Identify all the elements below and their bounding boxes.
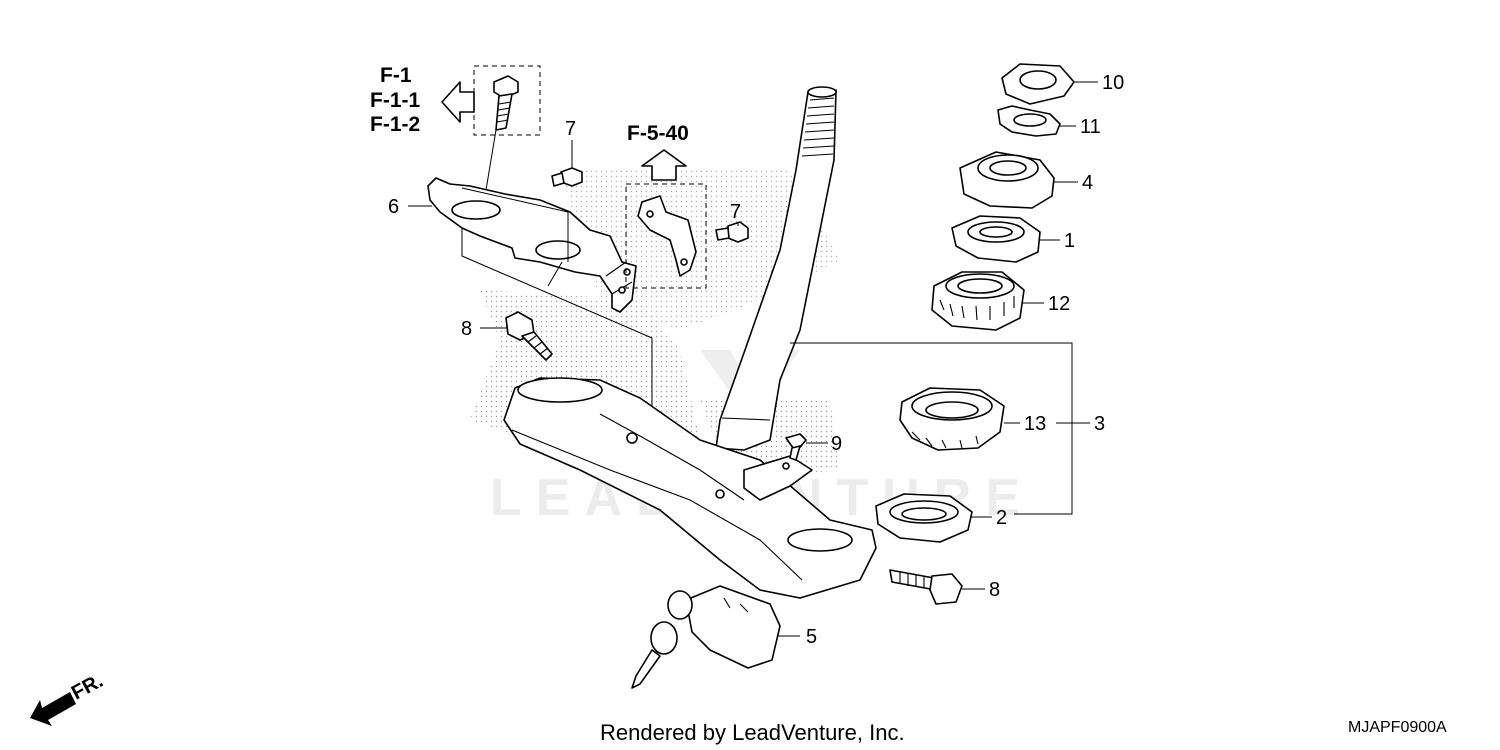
part-12-ball-bearing[interactable] [931, 271, 1025, 331]
callout-7b[interactable]: 7 [730, 201, 741, 223]
callout-8a[interactable]: 8 [461, 318, 472, 340]
reference-f5-40[interactable]: F-5-40 [627, 122, 689, 145]
part-2-outer-race[interactable] [875, 493, 973, 543]
part-11-lock-washer[interactable] [997, 105, 1061, 137]
callout-8b[interactable]: 8 [989, 579, 1000, 601]
bolt-guide-line [485, 129, 497, 191]
reference-f1-2[interactable]: F-1-2 [370, 113, 420, 136]
part-13-bearing-race[interactable] [899, 387, 1005, 451]
part-8-bolt-lower[interactable] [889, 569, 963, 605]
dashed-box-bolt [473, 65, 541, 136]
assembly-bracket-3 [790, 342, 1073, 515]
bolt-f1[interactable] [493, 75, 519, 131]
reference-f1[interactable]: F-1 [380, 64, 412, 87]
diagram-code: MJAPF0900A [1348, 719, 1447, 736]
small-bracket-f5-40[interactable] [637, 195, 697, 277]
callout-1[interactable]: 1 [1064, 230, 1075, 252]
callout-3[interactable]: 3 [1094, 413, 1105, 435]
up-arrow-icon [641, 149, 687, 181]
front-label: FR. [68, 670, 107, 705]
reference-f1-1[interactable]: F-1-1 [370, 89, 420, 112]
callout-9[interactable]: 9 [831, 433, 842, 455]
part-4-adjusting-nut[interactable] [959, 151, 1055, 209]
front-arrow-icon [30, 692, 76, 726]
part-8-bolt-upper[interactable] [505, 311, 553, 361]
part-10-lock-nut[interactable] [1001, 63, 1075, 105]
callout-13[interactable]: 13 [1024, 413, 1046, 435]
callout-6[interactable]: 6 [388, 196, 399, 218]
rendered-by-footer: Rendered by LeadVenture, Inc. [600, 720, 905, 745]
reference-f1-group[interactable]: F-1 F-1-1 F-1-2 [370, 64, 475, 136]
part-9-screw[interactable] [785, 433, 807, 461]
callout-2[interactable]: 2 [996, 507, 1007, 529]
callout-4[interactable]: 4 [1082, 172, 1093, 194]
front-direction-indicator: FR. [30, 670, 107, 726]
callout-7a[interactable]: 7 [565, 118, 576, 140]
part-7-screw-lower[interactable] [715, 221, 749, 243]
dashed-box-bracket [625, 183, 707, 289]
callout-11[interactable]: 11 [1080, 116, 1101, 138]
callout-5[interactable]: 5 [806, 626, 817, 648]
steering-stem[interactable] [715, 86, 837, 451]
bracket-outline-lines [461, 187, 653, 440]
part-1-dust-seal[interactable] [951, 215, 1041, 263]
part-7-screw-upper[interactable] [551, 167, 583, 187]
callout-10[interactable]: 10 [1102, 72, 1124, 94]
bottom-bridge[interactable] [503, 377, 877, 599]
part-6-bracket[interactable] [427, 177, 637, 313]
part-5-steering-lock[interactable] [631, 585, 781, 689]
callout-12[interactable]: 12 [1048, 293, 1070, 315]
left-arrow-icon [441, 81, 475, 123]
